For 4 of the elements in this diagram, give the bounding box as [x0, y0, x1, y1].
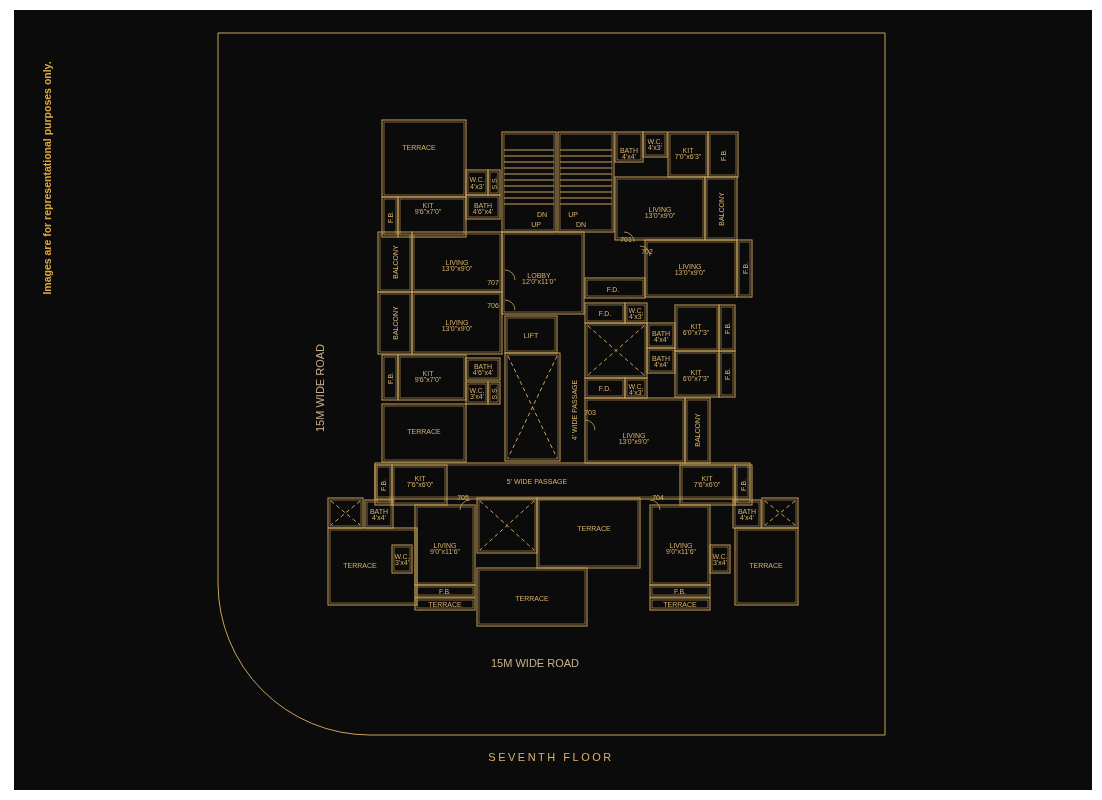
disclaimer-note: Images are for representational purposes only. — [41, 61, 53, 295]
road-label: 15M WIDE ROAD — [314, 344, 326, 432]
road-label: 15M WIDE ROAD — [491, 657, 579, 669]
floor-title: SEVENTH FLOOR — [488, 751, 614, 763]
